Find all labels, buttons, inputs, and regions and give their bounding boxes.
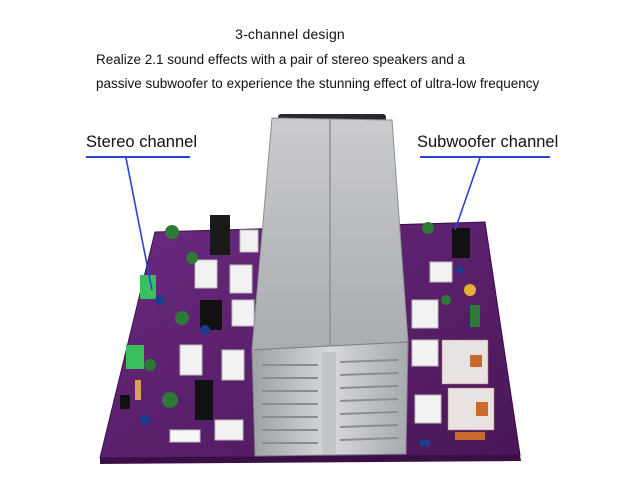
stereo-callout-line [125,157,153,291]
subwoofer-channel-underline [420,156,550,158]
stereo-channel-label: Stereo channel [86,133,197,151]
left-components [120,215,259,443]
right-components [411,222,495,446]
caption-heading: 3-channel design [235,26,345,42]
caption-line-1: Realize 2.1 sound effects with a pair of… [96,52,465,67]
stereo-channel-underline [86,156,190,158]
heatsink [251,114,409,457]
subwoofer-channel-label: Subwoofer channel [417,133,559,151]
subwoofer-callout-line [454,157,481,231]
caption-line-2: passive subwoofer to experience the stun… [96,76,540,91]
